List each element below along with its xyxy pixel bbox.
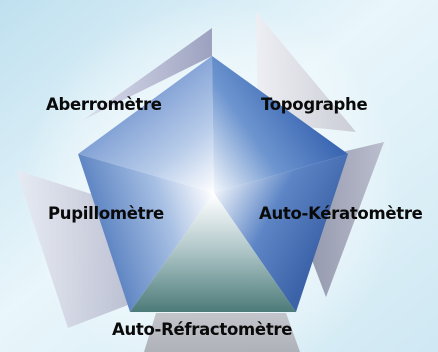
label-auto-keratometre: Auto-Kératomètre xyxy=(259,206,423,223)
label-aberrometre: Aberromètre xyxy=(46,97,162,114)
label-pupillometre: Pupillomètre xyxy=(48,206,164,223)
label-topographe: Topographe xyxy=(261,97,367,114)
label-auto-refractometre: Auto-Réfractomètre xyxy=(112,322,292,339)
